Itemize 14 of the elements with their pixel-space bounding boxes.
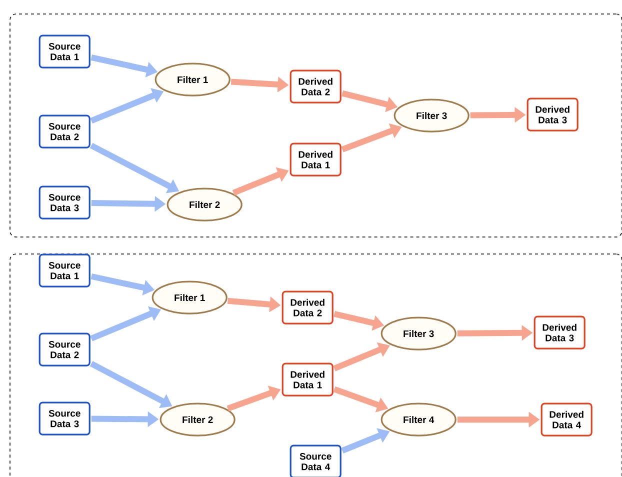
- derived-box: Derived Data 2: [290, 70, 342, 104]
- derived-box: Derived Data 1: [282, 362, 334, 396]
- derived-box: Derived Data 2: [282, 290, 334, 324]
- derived-box: Derived Data 3: [526, 98, 578, 132]
- source-box: Source Data 1: [38, 34, 90, 68]
- derived-box: Derived Data 3: [534, 316, 586, 350]
- source-box: Source Data 3: [38, 402, 90, 436]
- source-box: Source Data 3: [38, 186, 90, 220]
- derived-box: Derived Data 1: [290, 142, 342, 176]
- source-box: Source Data 2: [38, 332, 90, 366]
- derived-box: Derived Data 4: [540, 402, 592, 436]
- source-box: Source Data 2: [38, 114, 90, 148]
- source-box: Source Data 4: [290, 444, 342, 477]
- source-box: Source Data 1: [38, 254, 90, 288]
